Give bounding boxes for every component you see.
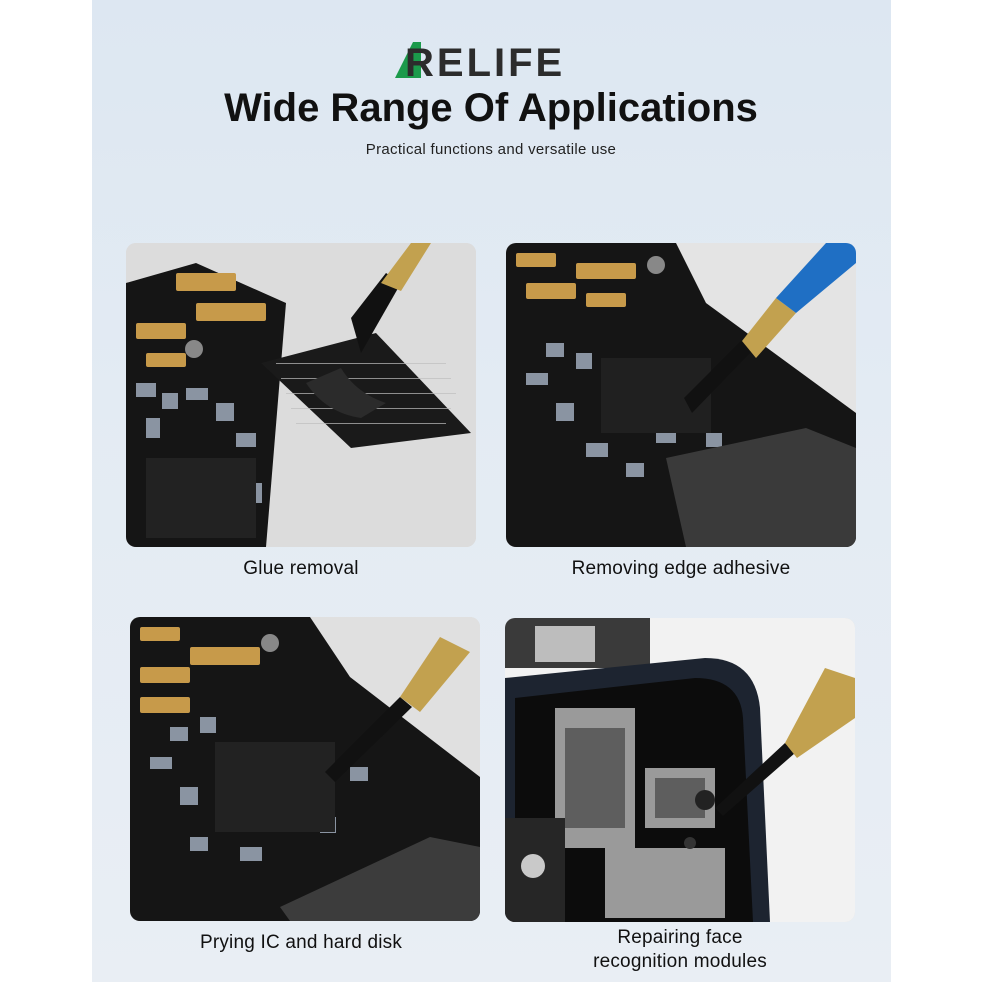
logo-text: RELIFE: [405, 41, 565, 82]
caption-edge-adhesive: Removing edge adhesive: [571, 558, 791, 579]
application-image-edge-adhesive: [506, 243, 856, 547]
page-title: Wide Range Of Applications: [224, 86, 758, 130]
caption-face-recognition: Repairing face recognition modules: [505, 926, 855, 974]
caption-glue-removal: Glue removal: [243, 558, 359, 579]
application-image-glue-removal: [126, 243, 476, 547]
application-image-prying-ic: [130, 617, 480, 921]
logo-mark-icon: [395, 42, 421, 78]
brand-logo: RELIFE: [0, 38, 982, 82]
caption-face-recognition-line2: recognition modules: [593, 951, 767, 972]
caption-prying-ic: Prying IC and hard disk: [199, 932, 403, 953]
caption-face-recognition-line1: Repairing face: [617, 927, 743, 948]
application-image-face-recognition: [505, 618, 855, 922]
page-subtitle: Practical functions and versatile use: [365, 141, 617, 158]
